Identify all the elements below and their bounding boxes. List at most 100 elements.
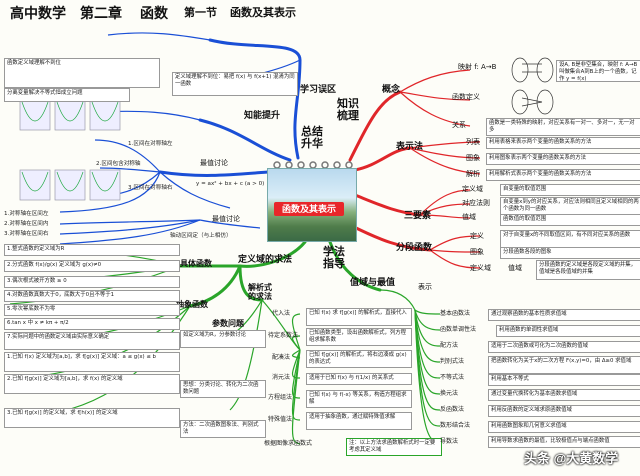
note-ability-1: 分离变量解决不等式恒成立问题 — [4, 88, 130, 102]
hub-guidance: 学法 指导 — [323, 245, 345, 271]
topic-label: 函数 — [140, 5, 168, 21]
mono-note: 利用函数的单调性求值域 — [496, 325, 640, 337]
note-misread-2: 定义域理解不到位：易把 f(x) 与 f(x+1) 混淆为同一函数 — [172, 72, 298, 96]
spec-1: 1.整式函数的定义域为R — [4, 244, 180, 256]
note-corr: 自变量x到y的对应关系，对应法则相同且定义域相同的两个函数为同一函数 — [500, 197, 640, 215]
spec-2: 2.分式函数 f(x)/g(x) 定义域为 g(x)≠0 — [4, 260, 180, 272]
chapter-label: 第二章 — [80, 5, 122, 21]
calendar-rings — [273, 161, 353, 168]
node-range-max: 值域与最值 — [350, 278, 396, 288]
basic-note: 通过观察函数的基本性质求值域 — [488, 309, 640, 321]
spec-note: 适用于抽象函数，通过赋特殊值求解 — [306, 412, 412, 430]
discr-note: 把函数转化为关于x的二次方程 F(x,y)=0，由 Δ≥0 求值域 — [488, 356, 640, 374]
red-branch-representation — [353, 146, 412, 172]
node-specific: 具体函数 — [180, 259, 212, 268]
red-branch-concept — [348, 90, 402, 162]
note-shift-c: 3.区间在对称轴右 — [128, 185, 173, 191]
param-3: 方法：二次函数图象法、判别式法 — [180, 420, 266, 438]
section-title: 函数及其表示 — [230, 7, 296, 19]
der-note: 利用导数求函数的最值，比较极值点与端点函数值 — [488, 436, 640, 448]
red-branch-piecewise — [348, 223, 432, 252]
green-branch-domain — [238, 240, 307, 268]
node-analytic: 解析式 的求法 — [248, 283, 272, 301]
range-inv: 反函数法 — [440, 406, 465, 413]
leaf-pw-dom: 定义域 — [470, 264, 491, 272]
abs-1: 1.已知 f(x) 定义域为[a,b]，求 f[g(x)] 定义域：a ≤ g(… — [4, 352, 180, 372]
inv-note: 利用反函数的定义域求原函数值域 — [488, 405, 640, 417]
spec-4: 4.对数函数真数大于0，底数大于0且不等于1 — [4, 290, 180, 302]
spec-5: 5.零次幂底数不为零 — [4, 304, 180, 316]
method-eq: 方程组法 — [268, 394, 293, 401]
note-axis-a: 1.对称轴在区间左 — [4, 211, 49, 217]
subs-note: 通过变量代换转化为基本函数求值域 — [488, 389, 640, 401]
leaf-pw-img: 图象 — [470, 248, 484, 256]
range-sq: 配方法 — [440, 342, 459, 349]
param-2: 思想：分类讨论、转化为二次函数问题 — [180, 380, 266, 398]
page-title: 高中数学 — [10, 5, 66, 21]
node-piecewise: 分段函数 — [396, 243, 433, 253]
section-label: 第一节 — [184, 7, 217, 19]
leaf-pw-range: 值域 — [508, 264, 522, 272]
calendar-title: 函数及其表示 — [274, 202, 344, 216]
spec-3: 3.偶次根式被开方数 ≥ 0 — [4, 276, 180, 288]
node-three-elements: 三要素 — [404, 211, 432, 221]
ineq-note: 利用基本不等式 — [488, 374, 640, 386]
leaf-pw-def: 定义 — [470, 232, 484, 240]
note-val-discuss: 最值讨论 — [212, 215, 240, 223]
note-img: 利用图象表示两个变量的函数关系的方法 — [486, 153, 640, 165]
num-note: 利用函数图象和几何意义求值域 — [488, 421, 640, 433]
sq-note: 适用于二次函数或可化为二次函数的值域 — [488, 341, 640, 353]
green-branch-range — [328, 240, 382, 292]
abs-2: 2.已知 f[g(x)] 定义域为[a,b]，求 f(x) 的定义域 — [4, 374, 180, 394]
range-der: 导数法 — [440, 438, 459, 445]
comp-note: 已知 f[g(x)] 的解析式，将右边凑成 g(x) 的表达式 — [306, 350, 412, 368]
note-range: 函数值的取值范围 — [500, 214, 640, 226]
imgf-note: 注：以上方法求函数解析式时一定要考虑其定义域 — [346, 438, 442, 456]
mapping-diagram — [511, 57, 554, 115]
note-pw-dom: 分段函数的定义域是各段定义域的并集，值域是各段值域的并集 — [536, 260, 640, 280]
node-abstract: 抽象函数 — [176, 300, 208, 309]
leaf-mapping: 映射 f: A→B — [458, 63, 497, 71]
coef-note: 已知函数类型，设出函数解析式，列方程组求解系数 — [306, 328, 412, 346]
leaf-expr-range: 表示 — [418, 283, 432, 291]
spec-6: 6.tan x 中 x ≠ kπ + π/2 — [4, 318, 180, 330]
elim-note: 适用于已知 f(x) 与 f(1/x) 的关系式 — [306, 373, 412, 385]
note-misread-1: 函数定义域理解不到位 — [4, 58, 160, 88]
watermark: 头条 @大黄数学 — [524, 451, 619, 466]
note-axis-c: 3.对称轴在区间右 — [4, 231, 49, 237]
note-axis-move: 轴动区间定（与上相仿） — [170, 233, 232, 239]
range-subs: 换元法 — [440, 390, 459, 397]
abs-3: 3.已知 f[g(x)] 的定义域，求 f[h(x)] 的定义域 — [4, 408, 180, 428]
leaf-domain: 定义域 — [462, 185, 483, 193]
method-special: 特殊值法 — [268, 416, 293, 423]
blue-branch-discuss — [158, 170, 270, 177]
range-discr: 判别式法 — [440, 358, 465, 365]
leaf-image: 图象 — [466, 154, 480, 162]
red-branch-elements — [353, 193, 422, 217]
note-pw-def: 对于自变量x的不同取值区间，有不同对应关系的函数 — [500, 230, 640, 248]
node-domain-method: 定义域的求法 — [238, 255, 293, 265]
leaf-func-def: 函数定义 — [452, 93, 480, 101]
leaf-relation: 关系 — [452, 121, 466, 129]
eq-note: 已知 f(x) 与 f(-x) 等关系，构造方程组求解 — [306, 390, 412, 408]
leaf-corr-rule: 对应法则 — [462, 199, 490, 207]
note-list: 利用表格来表示两个变量的函数关系的方法 — [486, 137, 640, 149]
hub-summary: 总结 升华 — [301, 125, 323, 151]
calendar-image: 函数及其表示 — [263, 158, 359, 242]
leaf-list: 列表 — [466, 138, 480, 146]
note-ana: 利用解析式表示两个变量的函数关系的方法 — [486, 169, 640, 181]
hub-knowledge: 知识 梳理 — [337, 97, 359, 123]
range-ineq: 不等式法 — [440, 374, 465, 381]
range-basic: 基本函数法 — [440, 310, 471, 317]
method-coef: 待定系数法 — [268, 332, 299, 339]
node-representation: 表示法 — [396, 142, 424, 152]
leaf-analytic: 解析 — [466, 170, 480, 178]
blue-branch-misread — [208, 38, 302, 160]
leaf-value-range: 值域 — [462, 213, 476, 221]
note-best-discuss: 最值讨论 — [200, 159, 228, 167]
node-ability: 知能提升 — [244, 111, 281, 121]
note-shift-a: 1.区间在对称轴左 — [128, 141, 173, 147]
note-quad: y = ax² + bx + c (a > 0) — [196, 181, 265, 187]
note-map: 设A, B是非空集合，映射 f: A→B 叫做集合A到B上的一个函数，记作 y … — [556, 60, 640, 82]
